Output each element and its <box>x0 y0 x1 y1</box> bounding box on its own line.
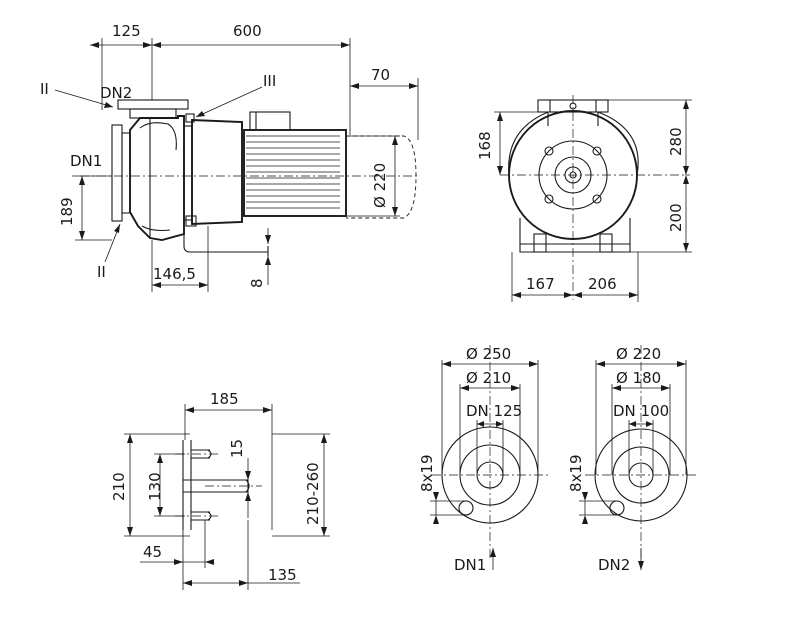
flange-dn2-d220-label: Ø 220 <box>616 345 661 363</box>
dim-70-label: 70 <box>371 66 390 84</box>
dim-146-5-label: 146,5 <box>153 265 196 283</box>
flange-dn1-d250-label: Ø 250 <box>466 345 511 363</box>
flange-dn1-view: Ø 250 Ø 210 DN 125 8x19 DN1 <box>418 345 548 574</box>
flange-dn1-d210-label: Ø 210 <box>466 369 511 387</box>
flange-dn2-holes-label: 8x19 <box>567 454 585 492</box>
flange-dn2-d180-label: Ø 180 <box>616 369 661 387</box>
dim-185-label: 185 <box>210 390 239 408</box>
dim-600-label: 600 <box>233 22 262 40</box>
motor-cooling-fins <box>246 135 340 209</box>
dim-8-label: 8 <box>248 278 266 288</box>
flange-dn2-name-label: DN2 <box>598 556 630 574</box>
dn2-side-label: DN2 <box>100 84 132 102</box>
flange-dn2-view: Ø 220 Ø 180 DN 100 8x19 DN2 <box>567 345 697 574</box>
dim-280-label: 280 <box>667 127 685 156</box>
side-view: 125 600 70 II DN2 III DN1 <box>40 22 420 292</box>
dim-125-label: 125 <box>112 22 141 40</box>
roman-ii-top-label: II <box>40 80 49 98</box>
dim-135-label: 135 <box>268 566 297 584</box>
dim-189-label: 189 <box>58 197 76 226</box>
dim-200-label: 200 <box>667 203 685 232</box>
dim-168-label: 168 <box>476 131 494 160</box>
dim-206-label: 206 <box>588 275 617 293</box>
dn1-side-label: DN1 <box>70 152 102 170</box>
flange-dn1-dn125-label: DN 125 <box>466 402 522 420</box>
flange-dn1-name-label: DN1 <box>454 556 486 574</box>
roman-ii-bottom-label: II <box>97 263 106 281</box>
dim-d220-side-label: Ø 220 <box>371 163 389 208</box>
dim-15-label: 15 <box>228 439 246 458</box>
dim-130-label: 130 <box>146 472 164 501</box>
base-view: 185 210 130 15 <box>110 390 330 590</box>
roman-iii-label: III <box>263 72 276 90</box>
dim-210-label: 210 <box>110 472 128 501</box>
dim-167-label: 167 <box>526 275 555 293</box>
flange-dn2-dn100-label: DN 100 <box>613 402 669 420</box>
front-view: 168 280 200 167 206 <box>476 95 692 302</box>
dim-45-label: 45 <box>143 543 162 561</box>
dim-210-260-label: 210-260 <box>304 462 322 525</box>
flange-dn1-holes-label: 8x19 <box>418 454 436 492</box>
